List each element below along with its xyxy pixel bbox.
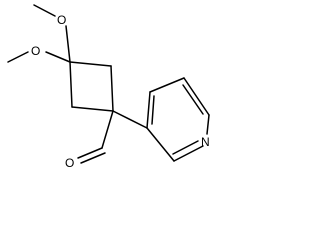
- bond-ring-left: [69, 61, 73, 108]
- bond-o-upper-c3: [65, 25, 71, 63]
- bond-methyl-o-upper: [33, 4, 56, 17]
- bond-py-4: [206, 114, 210, 135]
- bond-cho-o-b: [80, 152, 106, 164]
- bond-ring-bottom: [71, 106, 114, 112]
- bond-py-1-inner: [151, 95, 155, 125]
- chemical-structure-diagram: O O N O: [7, 4, 210, 170]
- bond-c1-cho: [101, 110, 114, 149]
- bond-cho-o-a: [77, 147, 103, 159]
- atom-n-pyridine: N: [201, 135, 210, 149]
- bond-py-3-inner: [182, 84, 204, 115]
- atom-o-upper: O: [57, 13, 66, 27]
- bond-o-left-c3: [45, 51, 71, 63]
- bond-c1-pyridine: [112, 110, 148, 129]
- atom-o-left: O: [31, 44, 40, 58]
- bond-py-5: [173, 145, 204, 162]
- bond-methyl-o-left: [7, 51, 29, 63]
- bond-py-5-inner: [172, 140, 199, 155]
- bond-ring-top: [69, 61, 112, 67]
- bond-py-3: [183, 77, 210, 116]
- atom-o-aldehyde: O: [65, 156, 74, 170]
- bond-ring-right: [110, 65, 114, 112]
- bond-py-6: [146, 127, 175, 162]
- bond-py-1: [146, 91, 151, 129]
- bond-py-2: [149, 77, 185, 93]
